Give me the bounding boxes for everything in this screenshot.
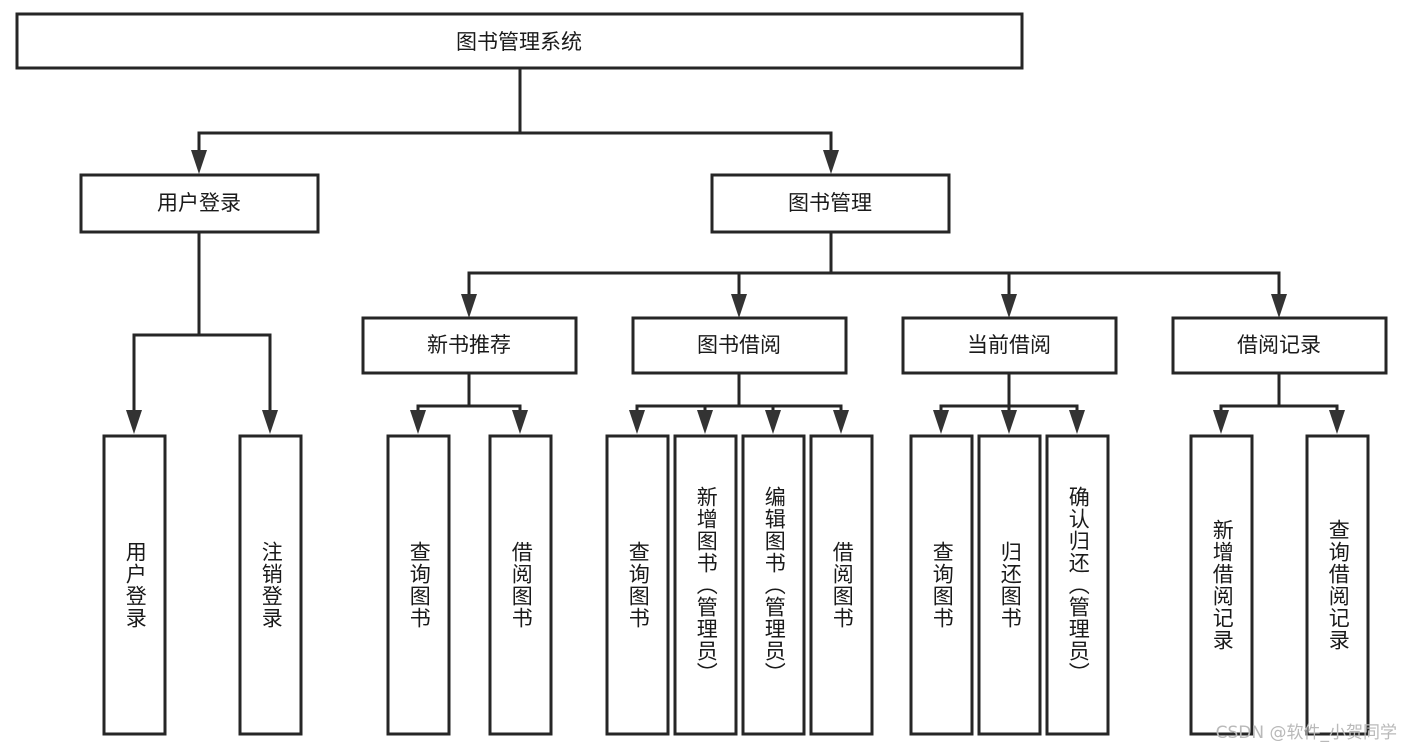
arrowhead-leaf-query-book-3	[933, 410, 949, 434]
node-user-login[interactable]: 用户登录	[79, 173, 320, 234]
arrowhead-leaf-user-login	[126, 410, 142, 434]
leaf-box-query-book-1[interactable]	[386, 434, 451, 736]
node-root-label: 图书管理系统	[456, 30, 582, 54]
node-book-manage-label: 图书管理	[788, 191, 872, 215]
node-new-book-recommend[interactable]: 新书推荐	[361, 316, 578, 375]
leaf-box-confirm-return[interactable]	[1045, 434, 1110, 736]
node-borrow-record-box[interactable]	[1171, 316, 1388, 375]
leaf-box-user-login[interactable]	[102, 434, 167, 736]
leaf-box-edit-book[interactable]	[741, 434, 806, 736]
node-book-borrow-box[interactable]	[631, 316, 848, 375]
arrowhead-leaf-query-book-2	[629, 410, 645, 434]
arrowhead-new-book-recommend	[461, 294, 477, 318]
node-book-borrow-label: 图书借阅	[697, 333, 781, 357]
arrowhead-leaf-query-record	[1329, 410, 1345, 434]
arrowhead-book-manage	[823, 150, 839, 174]
arrowhead-leaf-edit-book	[765, 410, 781, 434]
node-user-login-box[interactable]	[79, 173, 320, 234]
node-current-borrow-box[interactable]	[901, 316, 1118, 375]
arrowhead-leaf-logout-login	[262, 410, 278, 434]
node-book-manage-box[interactable]	[710, 173, 951, 234]
leaf-box-return-book[interactable]	[977, 434, 1042, 736]
leaf-box-query-book-3[interactable]	[909, 434, 974, 736]
arrowhead-book-borrow	[731, 294, 747, 318]
connector-group	[126, 66, 1345, 434]
leaf-box-borrow-book-2[interactable]	[809, 434, 874, 736]
leaf-box-add-book[interactable]	[673, 434, 738, 736]
node-book-borrow[interactable]: 图书借阅	[631, 316, 848, 375]
node-borrow-record[interactable]: 借阅记录	[1171, 316, 1388, 375]
arrowhead-current-borrow	[1001, 294, 1017, 318]
node-book-manage[interactable]: 图书管理	[710, 173, 951, 234]
arrowhead-leaf-confirm-return	[1069, 410, 1085, 434]
arrowhead-leaf-query-book-1	[410, 410, 426, 434]
node-user-login-label: 用户登录	[157, 191, 241, 215]
node-current-borrow-label: 当前借阅	[967, 333, 1051, 357]
arrowhead-borrow-record	[1271, 294, 1287, 318]
leaf-box-query-book-2[interactable]	[605, 434, 670, 736]
leaf-box-add-record[interactable]	[1189, 434, 1254, 736]
node-new-book-recommend-box[interactable]	[361, 316, 578, 375]
csdn-watermark: CSDN @软件_小贺同学	[1215, 723, 1397, 743]
leaf-box-logout-login[interactable]	[238, 434, 303, 736]
leaf-box-query-record[interactable]	[1305, 434, 1370, 736]
node-borrow-record-label: 借阅记录	[1237, 333, 1321, 357]
leaf-box-borrow-book-1[interactable]	[488, 434, 553, 736]
arrowhead-leaf-borrow-book-1	[512, 410, 528, 434]
arrowhead-leaf-borrow-book-2	[833, 410, 849, 434]
arrowhead-user-login	[191, 150, 207, 174]
arrowhead-leaf-return-book	[1001, 410, 1017, 434]
node-new-book-recommend-label: 新书推荐	[427, 333, 511, 357]
node-current-borrow[interactable]: 当前借阅	[901, 316, 1118, 375]
node-root[interactable]: 图书管理系统	[15, 12, 1024, 70]
arrowhead-leaf-add-book	[697, 410, 713, 434]
arrowhead-leaf-add-record	[1213, 410, 1229, 434]
node-root-box[interactable]	[15, 12, 1024, 70]
